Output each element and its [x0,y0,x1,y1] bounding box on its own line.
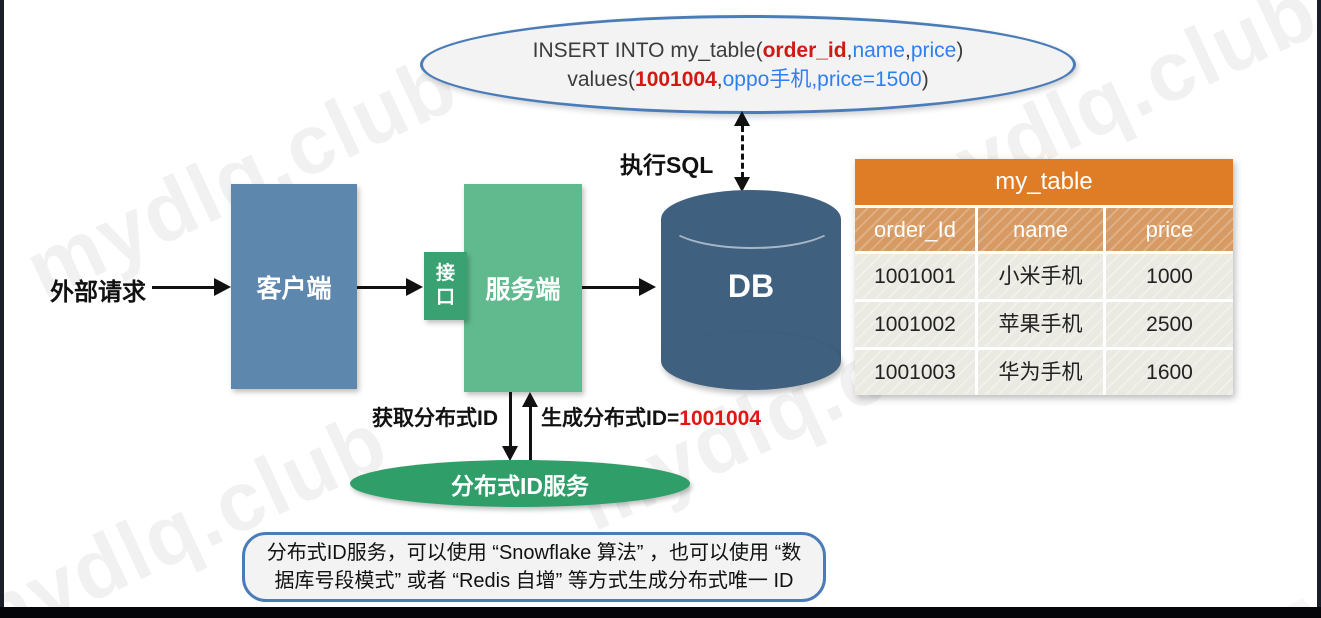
generate-distributed-id-label: 生成分布式ID=1001004 [541,402,761,432]
distributed-id-service-ellipse: 分布式ID服务 [350,460,690,507]
table-cell: 2500 [1106,302,1233,347]
distributed-id-service-label: 分布式ID服务 [451,472,589,499]
db-table: my_table order_Id name price 1001001 小米手… [855,159,1233,395]
frame-right-border [1317,0,1321,618]
sql-order-id: order_id [762,38,847,62]
db-cylinder: DB [661,190,841,390]
table-cell: 1001001 [855,254,975,299]
gen-id-arrow-line [529,406,532,462]
server-db-arrowhead [639,278,656,296]
db-table-header-price: price [1106,208,1233,251]
db-table-header-name: name [978,208,1103,251]
db-cylinder-bottom [661,332,841,390]
request-arrow-line [152,286,216,289]
note-box: 分布式ID服务，可以使用 “Snowflake 算法” ，也可以使用 “数 据库… [242,532,826,602]
sql-comma: , [716,67,723,91]
sql-text: INSERT INTO my_table( [532,38,763,62]
sql-name-value: oppo手机 [722,67,812,91]
exec-sql-arrowhead-down [734,177,750,192]
client-server-arrowhead [406,278,423,296]
gen-id-prefix: 生成分布式ID= [541,407,680,430]
sql-comma: , [904,38,911,62]
exec-sql-dashed-arrow [741,126,744,178]
frame-left-border [0,0,4,618]
db-cylinder-rim [666,195,838,249]
external-request-label: 外部请求 [50,279,146,306]
get-distributed-id-label: 获取分布式ID [372,407,498,430]
get-id-arrowhead [502,446,518,461]
interface-label-char1: 接 [435,263,455,284]
interface-box: 接 口 [424,252,467,320]
table-cell: 小米手机 [978,254,1103,299]
sql-new-id: 1001004 [635,67,717,91]
sql-statement-bubble: INSERT INTO my_table(order_id,name,price… [420,15,1076,114]
table-cell: 华为手机 [978,350,1103,395]
db-table-header-order-id: order_Id [855,208,975,251]
db-table-title: my_table [855,159,1233,205]
sql-price-col: price [910,38,957,62]
exec-sql-label: 执行SQL [620,152,714,178]
client-server-arrow-line [357,286,407,289]
table-cell: 1001003 [855,350,975,395]
note-line-1: 分布式ID服务，可以使用 “Snowflake 算法” ，也可以使用 “数 [266,542,802,564]
table-cell: 1001002 [855,302,975,347]
client-label: 客户端 [256,274,332,303]
table-cell: 1000 [1106,254,1233,299]
sql-values-kw: values( [567,67,636,91]
exec-sql-arrowhead-up [734,111,750,126]
get-id-arrow-line [509,392,512,447]
table-cell: 1600 [1106,350,1233,395]
gen-id-value: 1001004 [679,407,762,430]
sql-price-value: ,price=1500 [811,67,922,91]
request-arrowhead [214,278,231,296]
frame-bottom-border [0,607,1321,618]
sql-paren: ) [921,67,929,91]
sql-comma: , [846,38,853,62]
server-db-arrow-line [582,286,640,289]
client-box: 客户端 [231,184,357,389]
sql-name-col: name [852,38,905,62]
note-line-2: 据库号段模式” 或者 “Redis 自增” 等方式生成分布式唯一 ID [274,570,794,592]
sql-paren: ) [956,38,964,62]
server-label: 服务端 [485,276,561,304]
sql-line-1: INSERT INTO my_table(order_id,name,price… [533,36,964,65]
db-label: DB [727,268,775,304]
server-box: 服务端 [464,184,582,392]
table-cell: 苹果手机 [978,302,1103,347]
interface-label-char2: 口 [435,287,455,308]
gen-id-arrowhead [522,392,538,407]
sql-line-2: values(1001004,oppo手机,price=1500) [567,65,928,94]
